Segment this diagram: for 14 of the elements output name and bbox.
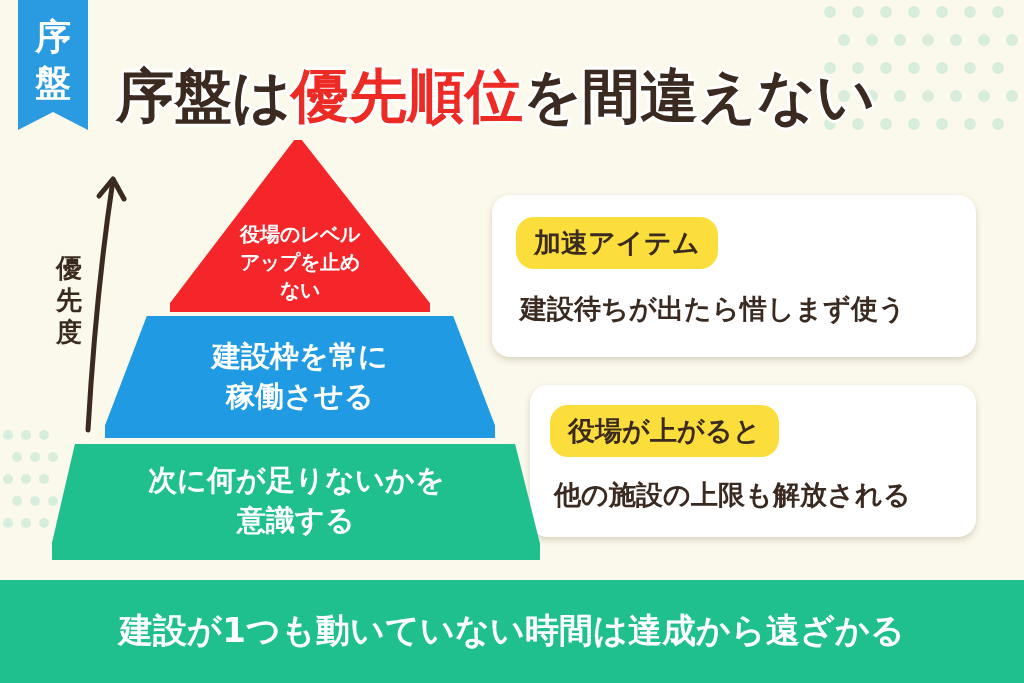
info-card — [530, 385, 976, 537]
tag-label: 役場が上がると — [550, 405, 779, 457]
ribbon-label: 序盤 — [34, 15, 72, 105]
tag-label: 加速アイテム — [516, 217, 718, 269]
info-card — [492, 195, 976, 357]
banner-text: 建設が1つも動いていない時間は達成から遠ざかる — [116, 609, 906, 652]
axis-label: 優先度 — [54, 252, 83, 348]
tier-label: 役場のレベルアップを止めない — [238, 221, 362, 304]
body-text: 他の施設の上限も解放される — [554, 478, 911, 512]
body-text: 建設待ちが出たら惜しまず使う — [520, 292, 906, 326]
tier-label: 次に何が足りないかを意識する — [146, 462, 446, 539]
bottom-banner — [0, 580, 1024, 683]
title: 序盤は優先順位を間違えない — [116, 61, 875, 132]
tier-label: 建設枠を常に稼働させる — [210, 338, 389, 415]
